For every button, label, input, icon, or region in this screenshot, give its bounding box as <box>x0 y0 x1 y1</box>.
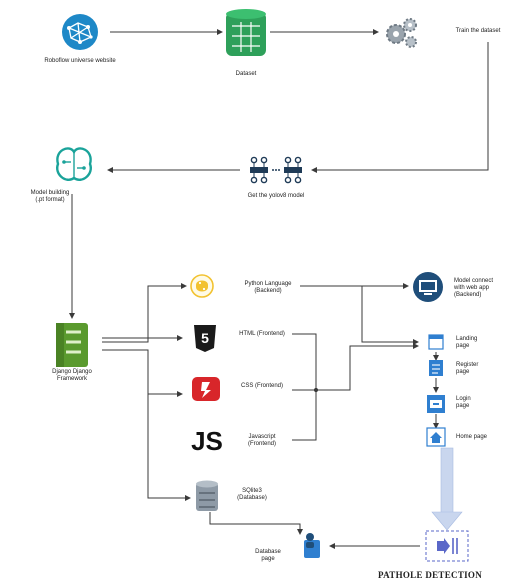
page-icon <box>428 334 444 350</box>
label-register: Register page <box>456 362 479 375</box>
arrow-python-to-landing <box>361 286 419 345</box>
label-model-building: Model building (.pt format) <box>30 190 70 203</box>
user-database-icon <box>304 533 320 558</box>
connectors <box>69 29 489 549</box>
label-login: Login page <box>456 396 471 409</box>
diagram-title: PATHOLE DETECTION <box>378 570 483 580</box>
label-sqlite: SQlite3 (Database) <box>237 488 267 501</box>
line-js-merge <box>292 392 317 441</box>
gears-icon <box>386 18 417 48</box>
monitor-icon <box>413 272 443 302</box>
label-yolov8: Get the yolov8 model <box>247 193 305 199</box>
label-landing: Landing page <box>456 336 478 349</box>
database-icon <box>226 9 266 56</box>
home-icon <box>426 427 446 447</box>
big-down-arrow <box>431 447 463 531</box>
arrow-django-to-sqlite <box>147 394 191 501</box>
label-python: Python Language (Backend) <box>244 281 292 294</box>
python-icon <box>190 274 214 298</box>
label-train: Train the dataset <box>455 28 501 34</box>
js-icon: JS <box>191 426 223 456</box>
html5-icon: 5 <box>194 325 216 352</box>
label-roboflow: Roboflow universe website <box>44 58 116 64</box>
line-html-merge <box>292 333 317 388</box>
sqlite-database-icon <box>196 480 218 511</box>
brain-chip-icon <box>56 147 92 181</box>
arrow-django-to-python <box>102 283 187 343</box>
cloud-network-icon <box>62 14 98 50</box>
django-icon <box>56 323 88 367</box>
form-icon <box>429 360 443 376</box>
arrow-sqlite-to-database <box>209 512 303 535</box>
arrow-train-to-yolov8 <box>311 42 489 173</box>
label-css: CSS (Frontend) <box>240 383 283 389</box>
label-dataset: Dataset <box>235 71 257 77</box>
svg-text:JS: JS <box>191 426 223 456</box>
login-icon <box>427 395 445 413</box>
label-html: HTML (Frontend) <box>239 331 285 337</box>
arrow-frontend-to-landing <box>316 343 419 391</box>
label-home: Home page <box>456 434 488 440</box>
arrow-django-to-css <box>102 349 183 397</box>
label-django: Django Django Framework <box>52 369 92 382</box>
label-database-page: Database page <box>255 549 281 562</box>
detection-icon <box>425 530 469 562</box>
label-model-connect: Model connect with web app (Backend) <box>454 278 494 298</box>
neural-network-icon <box>250 156 302 184</box>
css-icon <box>192 377 220 401</box>
label-javascript: Javascript (Frontend) <box>247 434 276 447</box>
svg-text:5: 5 <box>201 330 209 346</box>
